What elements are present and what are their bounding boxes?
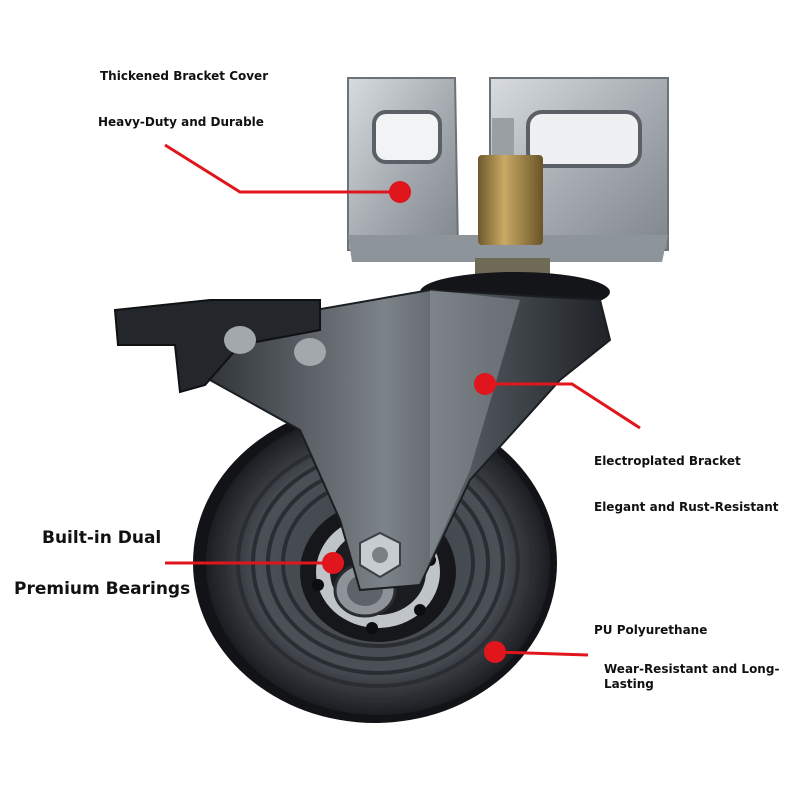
bracket-cover-subtitle: Heavy-Duty and Durable [98,115,264,129]
callout-line-bracket-cover [164,143,400,194]
brake-lever-graphic [113,299,326,394]
mounting-plate-graphic [347,77,669,276]
callout-dot-bearings [322,552,344,574]
callout-lines [164,143,641,657]
bearings-title: Built-in Dual [42,528,162,548]
callout-line-wheel [494,650,589,657]
callout-dots [322,181,506,663]
callout-line-electroplated [485,382,641,430]
callout-dot-bracket-cover [389,181,411,203]
wheel-subtitle: Wear-Resistant and Long-Lasting [604,662,780,691]
bracket-cover-title: Thickened Bracket Cover [100,69,269,83]
bearings-subtitle: Premium Bearings [14,579,191,599]
electroplated-subtitle: Elegant and Rust-Resistant [594,500,779,514]
electroplated-title: Electroplated Bracket [594,454,741,468]
callout-dot-wheel [484,641,506,663]
callout-dot-electroplated [474,373,496,395]
fork-bracket-graphic [198,288,612,592]
axle-nut-graphic [359,531,401,579]
wheel-title: PU Polyurethane [594,623,708,637]
